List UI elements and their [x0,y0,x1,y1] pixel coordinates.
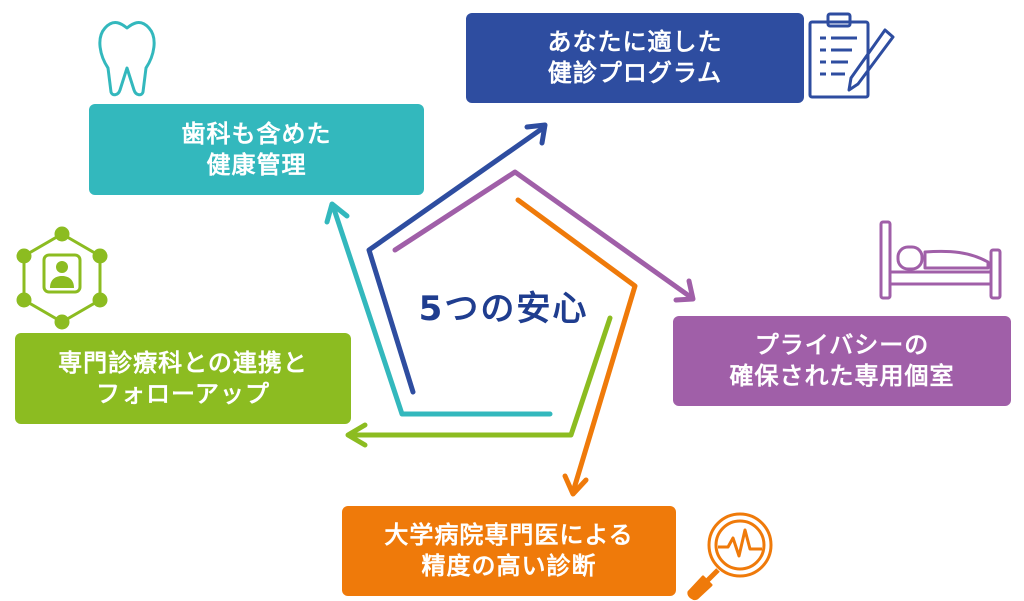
feature-line-1: プライバシーの [754,331,930,359]
feature-line-1: 大学病院専門医による [384,521,634,549]
arrow-purple [392,169,695,301]
network-user-icon [16,226,108,330]
feature-box-specialist: 専門診療科との連携と フォローアップ [15,333,351,424]
feature-box-university: 大学病院専門医による 精度の高い診断 [342,506,676,596]
feature-box-dental: 歯科も含めた 健康管理 [89,104,424,195]
center-title: 5つの安心 [418,289,589,329]
feature-line-1: 歯科も含めた [181,119,332,148]
feature-line-1: あなたに適した [547,28,723,56]
arrow-green [347,315,613,438]
bed-icon [879,220,1002,300]
feature-line-2: 健診プログラム [547,59,723,87]
tooth-icon [98,21,156,97]
arrow-blue [366,125,546,395]
arrow-orange [515,197,638,495]
arrow-teal [330,203,553,417]
clipboard-pen-icon [808,12,895,99]
feature-box-program: あなたに適した 健診プログラム [466,13,804,103]
feature-line-2: フォローアップ [95,379,271,408]
feature-line-2: 精度の高い診断 [421,552,597,580]
feature-box-room: プライバシーの 確保された専用個室 [673,316,1011,406]
magnifier-chart-icon [687,512,773,600]
feature-line-2: 健康管理 [206,150,307,179]
feature-line-2: 確保された専用個室 [729,362,955,390]
feature-line-1: 専門診療科との連携と [58,348,308,377]
